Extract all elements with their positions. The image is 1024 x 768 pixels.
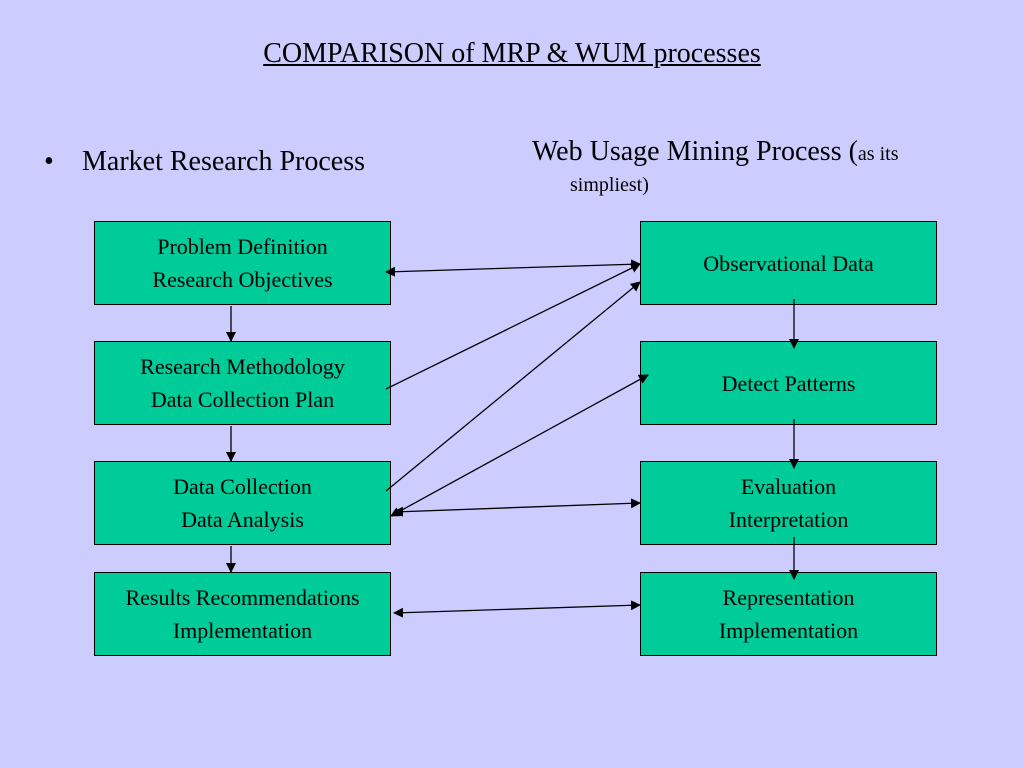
wum-step-observational-data: Observational Data — [640, 221, 937, 305]
wum-step-line1: Detect Patterns — [721, 370, 856, 396]
arrow-analysis-evaluation — [393, 498, 641, 517]
wum-heading-line2: simpliest) — [570, 174, 649, 196]
mrp-step-line1: Data Collection — [173, 474, 312, 499]
arrow-problem-observational — [385, 259, 641, 277]
mrp-step-line2: Implementation — [172, 618, 313, 643]
mrp-heading: • Market Research Process — [44, 146, 365, 178]
mrp-step-research-methodology: Research Methodology Data Collection Pla… — [94, 341, 391, 425]
wum-step-evaluation: Evaluation Interpretation — [640, 461, 937, 545]
mrp-step-line1: Problem Definition — [157, 234, 328, 259]
mrp-step-results: Results Recommendations Implementation — [94, 572, 391, 656]
wum-step-line2: Interpretation — [728, 507, 849, 532]
arrow-detect-collection — [390, 374, 649, 517]
wum-step-line2: Implementation — [718, 618, 859, 643]
arrow-collection-observational — [385, 281, 641, 492]
wum-step-detect-patterns: Detect Patterns — [640, 341, 937, 425]
mrp-heading-text: Market Research Process — [82, 146, 366, 177]
mrp-step-data-collection: Data Collection Data Analysis — [94, 461, 391, 545]
mrp-step-line2: Data Analysis — [181, 507, 304, 532]
wum-step-representation: Representation Implementation — [640, 572, 937, 656]
wum-step-line1: Observational Data — [703, 250, 874, 276]
mrp-step-line1: Research Methodology — [140, 354, 345, 379]
arrow-methodology-observational — [385, 263, 641, 390]
mrp-step-line1: Results Recommendations — [125, 585, 360, 610]
wum-heading-suffix: as its — [857, 143, 899, 165]
mrp-step-line2: Data Collection Plan — [150, 387, 335, 412]
wum-step-line1: Representation — [722, 585, 855, 610]
mrp-step-line2: Research Objectives — [152, 267, 333, 292]
mrp-step-problem-definition: Problem Definition Research Objectives — [94, 221, 391, 305]
arrow-results-representation — [393, 600, 641, 618]
wum-step-line1: Evaluation — [740, 474, 837, 499]
bullet-icon: • — [44, 146, 54, 177]
slide-title: COMPARISON of MRP & WUM processes — [263, 38, 761, 69]
wum-heading: Web Usage Mining Process (as its simplie… — [532, 136, 1002, 200]
wum-heading-text: Web Usage Mining Process ( — [532, 136, 858, 167]
